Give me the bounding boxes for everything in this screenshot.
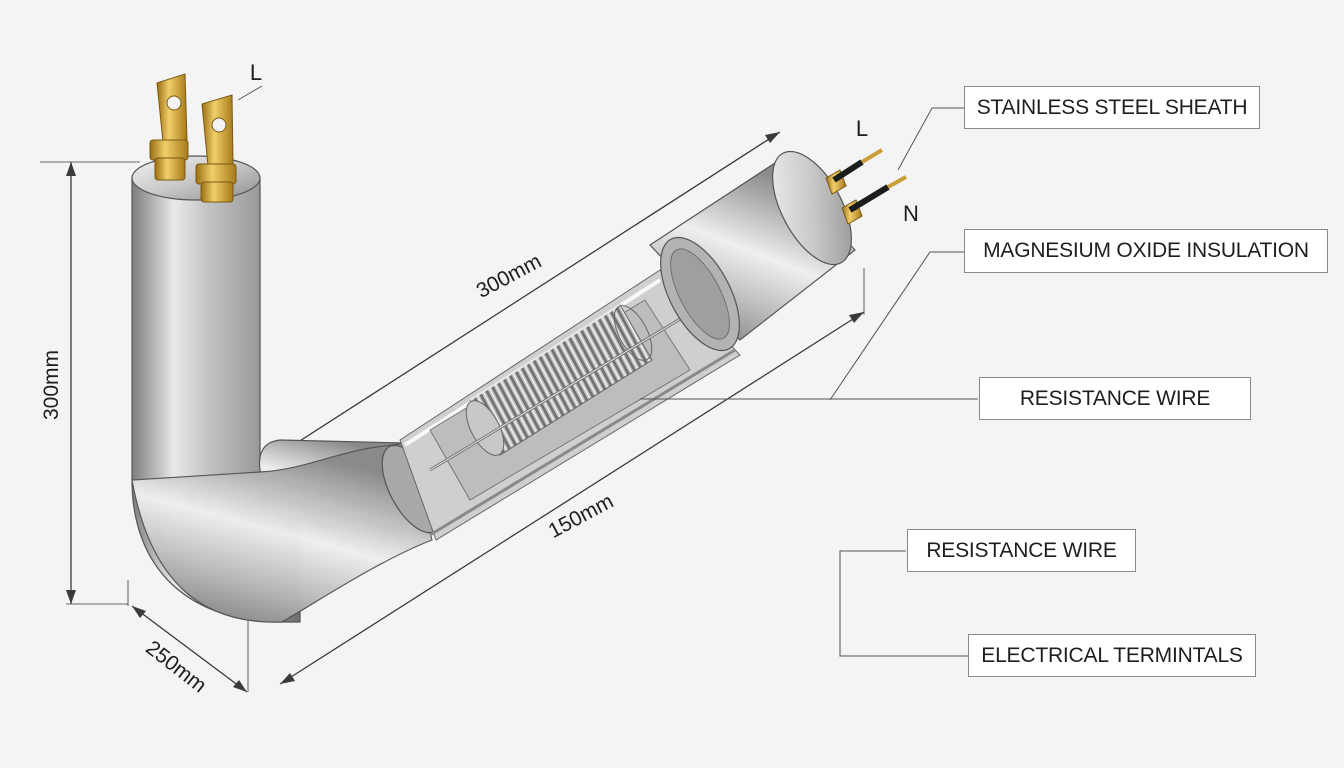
callout-stainless-steel-sheath: STAINLESS STEEL SHEATH — [964, 86, 1260, 129]
terminal-label-right-top: L — [856, 116, 868, 141]
terminal-spade-left — [149, 73, 189, 181]
dimension-base-label: 250mm — [141, 636, 210, 697]
dimension-top-label: 300mm — [473, 250, 546, 303]
terminal-spade-right — [195, 94, 237, 203]
terminal-label-right-bottom: N — [903, 201, 919, 226]
callout-resistance-wire-1: RESISTANCE WIRE — [979, 377, 1251, 420]
callout-magnesium-oxide-insulation: MAGNESIUM OXIDE INSULATION — [964, 229, 1328, 273]
dimension-bottom-label: 150mm — [545, 490, 618, 543]
heating-tube — [131, 150, 856, 623]
callout-resistance-wire-2: RESISTANCE WIRE — [907, 529, 1136, 572]
leader-lines — [237, 85, 978, 657]
terminal-wires-right — [825, 148, 907, 225]
callout-electrical-terminals: ELECTRICAL TERMINTALS — [968, 634, 1256, 677]
dimension-vertical-label: 300mm — [40, 350, 63, 420]
terminal-label-left-top: L — [250, 60, 262, 85]
